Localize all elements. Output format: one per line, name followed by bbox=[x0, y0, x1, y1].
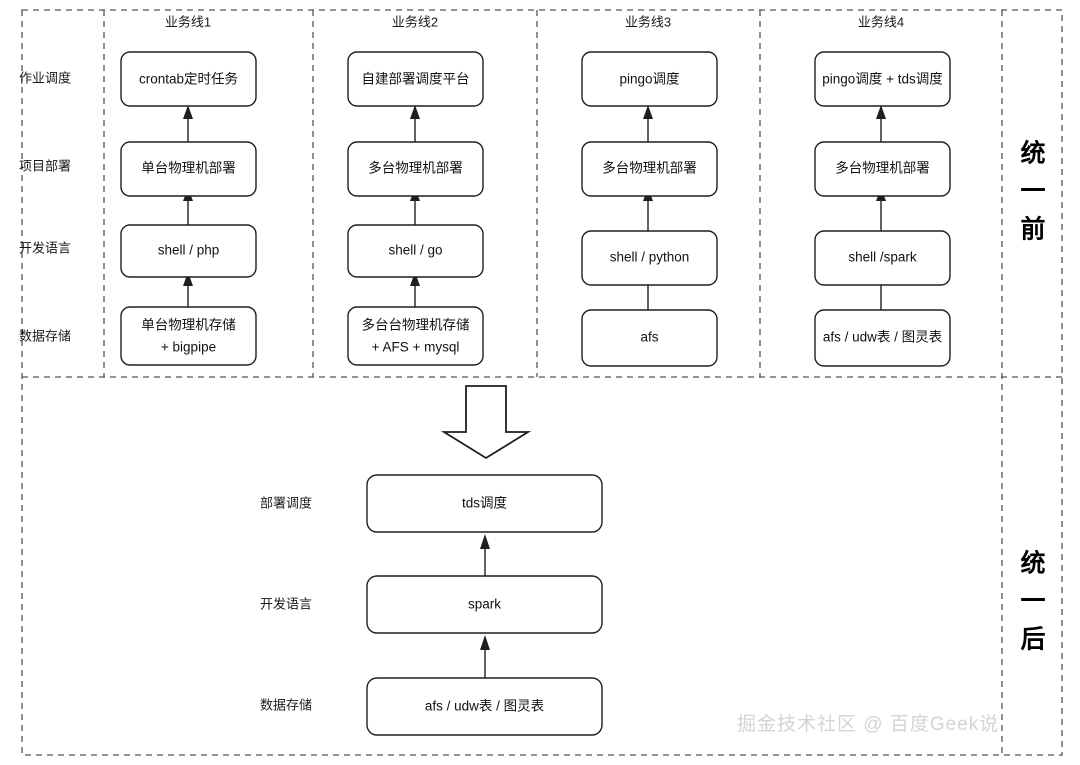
node-c4-r1-label: 多台物理机部署 bbox=[835, 160, 930, 176]
connector-c2-deploy-to-schedule bbox=[410, 105, 420, 143]
row-label-top-1: 项目部署 bbox=[19, 158, 71, 173]
node-c3-r1-label: 多台物理机部署 bbox=[602, 160, 697, 176]
node-c2-r0[interactable] bbox=[347, 51, 484, 107]
node-c4-r3[interactable] bbox=[814, 309, 951, 367]
business-line-4-group: pingo调度 + tds调度 多台物理机部署 shell /spark afs… bbox=[814, 51, 951, 367]
node-c4-r1[interactable] bbox=[814, 141, 951, 197]
row-label-bottom-0: 部署调度 bbox=[260, 495, 312, 510]
node-unified-schedule-label: tds调度 bbox=[462, 496, 507, 511]
node-c1-r2-label: shell / php bbox=[158, 243, 220, 258]
node-c3-r3[interactable] bbox=[581, 309, 718, 367]
node-c3-r0-label: pingo调度 bbox=[619, 72, 679, 87]
phase-label-after-char-2: 后 bbox=[1020, 626, 1045, 654]
node-c3-r2[interactable] bbox=[581, 230, 718, 286]
node-c4-r3-label: afs / udw表 / 图灵表 bbox=[823, 330, 943, 345]
node-c4-r0-label: pingo调度 + tds调度 bbox=[822, 72, 942, 87]
node-c1-r0[interactable] bbox=[120, 51, 257, 107]
node-c2-r3[interactable] bbox=[347, 306, 484, 366]
row-label-bottom-2: 数据存储 bbox=[260, 697, 312, 712]
unified-storage-to-lang-connector bbox=[480, 635, 490, 678]
node-unified-schedule[interactable] bbox=[366, 474, 603, 533]
node-c3-r1[interactable] bbox=[581, 141, 718, 197]
node-c2-r2-label: shell / go bbox=[388, 243, 442, 258]
watermark-text: 掘金技术社区 @ 百度Geek说 bbox=[737, 713, 999, 735]
outer-frame bbox=[21, 9, 1063, 756]
phase-label-after-char-0: 统 bbox=[1020, 549, 1045, 578]
business-line-3-group: pingo调度 多台物理机部署 shell / python afs bbox=[581, 51, 718, 367]
connector-c3-deploy-to-schedule bbox=[643, 105, 653, 143]
connector-c2-storage-to-lang bbox=[410, 272, 420, 307]
node-c3-r0[interactable] bbox=[581, 51, 718, 107]
row-label-top-2: 开发语言 bbox=[19, 240, 71, 255]
business-line-2-group: 自建部署调度平台 多台物理机部署 shell / go 多台台物理机存储 + A… bbox=[347, 51, 484, 366]
row-label-top-0: 作业调度 bbox=[19, 70, 71, 85]
node-c2-r2[interactable] bbox=[347, 224, 484, 278]
node-c2-r3-label-line0: 多台台物理机存储 bbox=[362, 317, 470, 333]
connector-c1-deploy-to-schedule bbox=[183, 105, 193, 143]
connector-c1-storage-to-lang bbox=[183, 272, 193, 307]
phase-label-after: 统 一 后 bbox=[1020, 549, 1045, 654]
business-line-1-group: crontab定时任务 单台物理机部署 shell / php 单台物理机存储 … bbox=[120, 51, 257, 366]
column-header-0: 业务线1 bbox=[165, 14, 211, 29]
row-label-bottom-1: 开发语言 bbox=[260, 596, 312, 611]
column-header-1: 业务线2 bbox=[392, 14, 438, 29]
phase-label-after-char-1: 一 bbox=[1020, 588, 1045, 616]
connector-c4-deploy-to-schedule bbox=[876, 105, 886, 143]
unified-lang-to-schedule-connector bbox=[480, 534, 490, 576]
node-c1-r2[interactable] bbox=[120, 224, 257, 278]
phase-label-before-char-2: 前 bbox=[1020, 215, 1045, 244]
transition-down-arrow bbox=[440, 385, 532, 460]
node-c2-r1[interactable] bbox=[347, 141, 484, 197]
node-c2-r1-label: 多台物理机部署 bbox=[368, 160, 463, 176]
node-unified-language[interactable] bbox=[366, 575, 603, 634]
phase-label-before-char-0: 统 bbox=[1020, 139, 1045, 168]
node-unified-storage-label: afs / udw表 / 图灵表 bbox=[425, 699, 545, 714]
node-unified-storage[interactable] bbox=[366, 677, 603, 736]
column-header-2: 业务线3 bbox=[625, 14, 671, 29]
node-c1-r3-label-line0: 单台物理机存储 bbox=[141, 318, 236, 333]
node-c2-r0-label: 自建部署调度平台 bbox=[362, 72, 470, 87]
column-header-3: 业务线4 bbox=[858, 14, 904, 29]
node-c4-r2[interactable] bbox=[814, 230, 951, 286]
node-c4-r0[interactable] bbox=[814, 51, 951, 107]
node-unified-language-label: spark bbox=[468, 597, 501, 612]
node-c3-r2-label: shell / python bbox=[610, 250, 690, 265]
row-label-top-3: 数据存储 bbox=[19, 328, 71, 343]
node-c1-r3[interactable] bbox=[120, 306, 257, 366]
node-c4-r2-label: shell /spark bbox=[848, 250, 917, 265]
node-c3-r3-label: afs bbox=[640, 330, 658, 345]
phase-label-before: 统 一 前 bbox=[1020, 139, 1045, 244]
node-c1-r0-label: crontab定时任务 bbox=[139, 72, 238, 87]
phase-label-before-char-1: 一 bbox=[1020, 178, 1045, 206]
node-c1-r1-label: 单台物理机部署 bbox=[141, 161, 236, 176]
node-c2-r3-label-line1: + AFS + mysql bbox=[372, 340, 460, 355]
node-c1-r3-label-line1: + bigpipe bbox=[161, 340, 216, 355]
node-c1-r1[interactable] bbox=[120, 141, 257, 197]
